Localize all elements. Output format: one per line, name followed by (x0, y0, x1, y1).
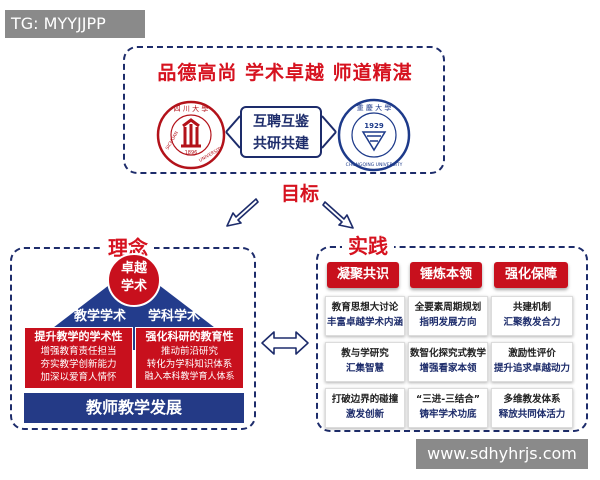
practice-card-subtitle: 提升追求卓越动力 (493, 363, 570, 374)
practice-card: 全要素周期规划指明发展方向 (408, 296, 488, 336)
center-line-2: 共研共建 (253, 136, 309, 152)
apex-line-2: 学术 (120, 279, 147, 294)
practice-card-subtitle: 铸牢学术功底 (419, 409, 477, 420)
teaching-line-2: 夯实教学创新能力 (40, 359, 117, 370)
practice-card: 激励性评价提升追求卓越动力 (491, 342, 573, 382)
practice-card-subtitle: 丰富卓越学术内涵 (326, 317, 403, 328)
svg-text:重 慶 大 學: 重 慶 大 學 (357, 103, 392, 112)
arrow-to-practice-icon (322, 201, 354, 229)
motto-title: 品德高尚 学术卓越 师道精湛 (157, 62, 413, 84)
practice-card: 教与学研究汇集智慧 (325, 342, 405, 382)
svg-text:四 川 大 學: 四 川 大 學 (174, 104, 209, 113)
sichuan-university-logo: 四 川 大 學 1896 SICHUAN UNIVERSITY (156, 100, 226, 170)
discipline-line-3: 融入本科教学育人体系 (144, 372, 235, 382)
watermark-bottom-right: www.sdhyhrjs.com (416, 439, 588, 469)
practice-title: 实践 (342, 230, 394, 259)
practice-card-subtitle: 释放共同体活力 (498, 409, 566, 420)
chongqing-university-logo: 重 慶 大 學 1929 CHONGQING UNIVERSITY (337, 98, 411, 172)
practice-card: “三进-三结合” 铸牢学术功底 (408, 388, 488, 428)
center-line-1: 互聘互鉴 (253, 114, 309, 130)
double-arrow-icon (261, 331, 309, 355)
practice-card: 共建机制汇聚教发合力 (491, 296, 573, 336)
goal-label: 目标 (280, 183, 319, 205)
discipline-column-heading: 强化科研的教育性 (145, 330, 234, 343)
practice-card-title: 激励性评价 (508, 348, 556, 359)
practice-card-title: 全要素周期规划 (414, 302, 482, 313)
teaching-line-1: 增强教育责任担当 (40, 346, 117, 357)
svg-text:1896: 1896 (185, 150, 198, 156)
practice-card-title: 共建机制 (512, 302, 551, 313)
svg-text:CHONGQING UNIVERSITY: CHONGQING UNIVERSITY (346, 162, 403, 168)
teaching-line-3: 加深以爱育人情怀 (40, 372, 117, 383)
practice-card: 数智化探究式教学增强看家本领 (408, 342, 488, 382)
category-support: 强化保障 (494, 262, 568, 288)
teaching-column: 提升教学的学术性 增强教育责任担当 夯实教学创新能力 加深以爱育人情怀 (24, 327, 133, 389)
discipline-column: 强化科研的教育性 推动前沿研究 转化为学科知识体系 融入本科教学育人体系 (135, 327, 244, 389)
practice-card: 多维教发体系释放共同体活力 (491, 388, 573, 428)
discipline-line-2: 转化为学科知识体系 (146, 359, 233, 370)
practice-card-title: 多维教发体系 (503, 394, 561, 405)
practice-card-subtitle: 激发创新 (345, 409, 384, 420)
left-connector-icon (225, 115, 241, 149)
arrow-to-philosophy-icon (226, 198, 259, 227)
excellence-circle-icon (107, 253, 161, 307)
practice-card: 教育思想大讨论丰富卓越学术内涵 (325, 296, 405, 336)
practice-card-title: 数智化探究式教学 (409, 348, 486, 359)
discipline-scholarship-label: 学科学术 (147, 309, 200, 324)
teacher-development-base: 教师教学发展 (24, 393, 244, 423)
practice-card-subtitle: 增强看家本领 (419, 363, 477, 374)
practice-card-subtitle: 指明发展方向 (419, 317, 477, 328)
practice-panel (316, 246, 588, 432)
practice-card-title: 打破边界的碰撞 (331, 394, 399, 405)
apex-line-1: 卓越 (120, 261, 147, 276)
practice-card-subtitle: 汇聚教发合力 (503, 317, 561, 328)
practice-card-title: 教与学研究 (341, 348, 389, 359)
category-consensus: 凝聚共识 (327, 262, 399, 288)
practice-card: 打破边界的碰撞激发创新 (325, 388, 405, 428)
teaching-scholarship-label: 教学学术 (73, 309, 126, 324)
category-skills: 锤炼本领 (410, 262, 482, 288)
goal-panel (123, 46, 445, 174)
practice-card-title: 教育思想大讨论 (331, 302, 399, 313)
svg-text:1929: 1929 (364, 122, 384, 130)
practice-card-title: “三进-三结合” (416, 394, 480, 405)
apex-label: 卓越 学术 (106, 260, 162, 296)
watermark-top-left: TG: MYYJJPP (5, 10, 145, 38)
teaching-column-heading: 提升教学的学术性 (34, 330, 123, 343)
mutual-collaboration-box: 互聘互鉴 共研共建 (240, 106, 322, 158)
discipline-line-1: 推动前沿研究 (160, 346, 218, 357)
practice-card-subtitle: 汇集智慧 (345, 363, 384, 374)
right-connector-icon (321, 115, 337, 149)
